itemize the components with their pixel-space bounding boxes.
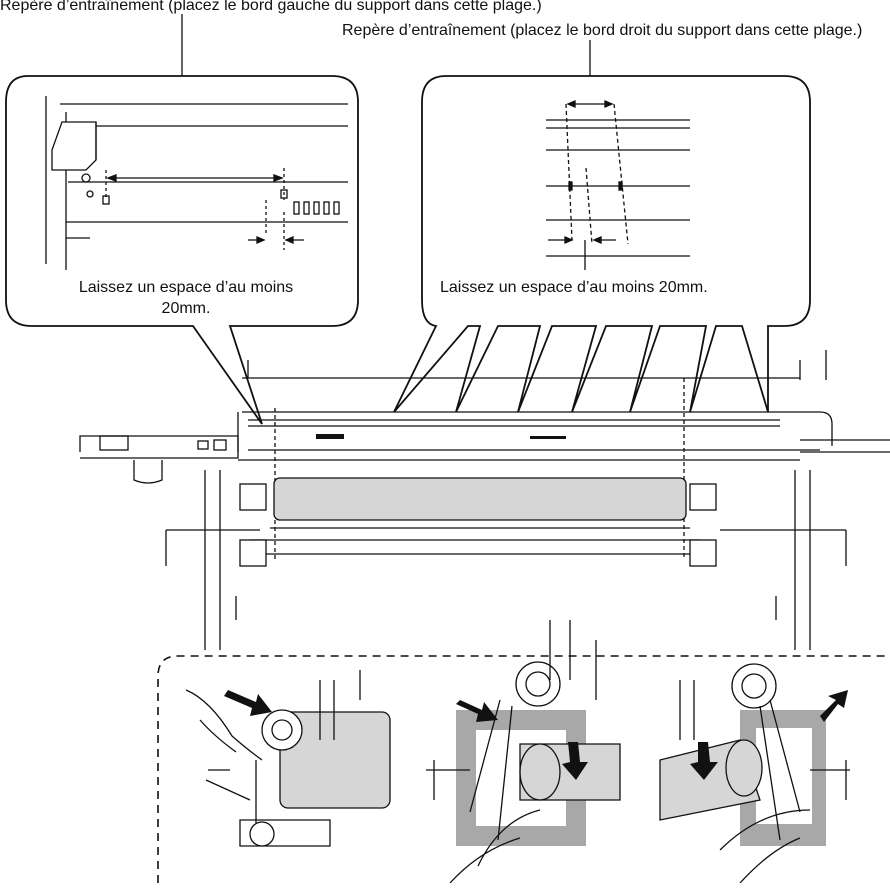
left-callout-bubble — [5, 75, 359, 425]
steps-frame — [157, 655, 890, 883]
right-callout-bubble — [393, 75, 811, 413]
right-gap-note: Laissez un espace d’au moins 20mm. — [440, 279, 708, 296]
pull-out-arrow-2 — [820, 690, 848, 722]
left-callout-detail — [45, 96, 348, 270]
step-1-illustration — [185, 670, 391, 847]
left-gap-note-line2: 20mm. — [161, 300, 211, 317]
left-gap-note-line1: Laissez un espace d’au moins — [78, 279, 294, 296]
media-roll — [165, 477, 847, 620]
printer-body — [79, 350, 890, 650]
pull-out-arrow — [456, 700, 498, 722]
right-feed-mark-label: Repère d’entraînement (placez le bord dr… — [342, 22, 863, 39]
press-down-arrow-2 — [690, 742, 718, 780]
push-in-arrow — [224, 690, 272, 716]
right-callout-detail — [546, 100, 690, 270]
step-3-illustration — [659, 663, 850, 884]
press-down-arrow — [562, 742, 588, 780]
left-feed-mark-label: Repère d’entraînement (placez le bord ga… — [0, 0, 542, 14]
step-2-illustration — [426, 620, 621, 884]
